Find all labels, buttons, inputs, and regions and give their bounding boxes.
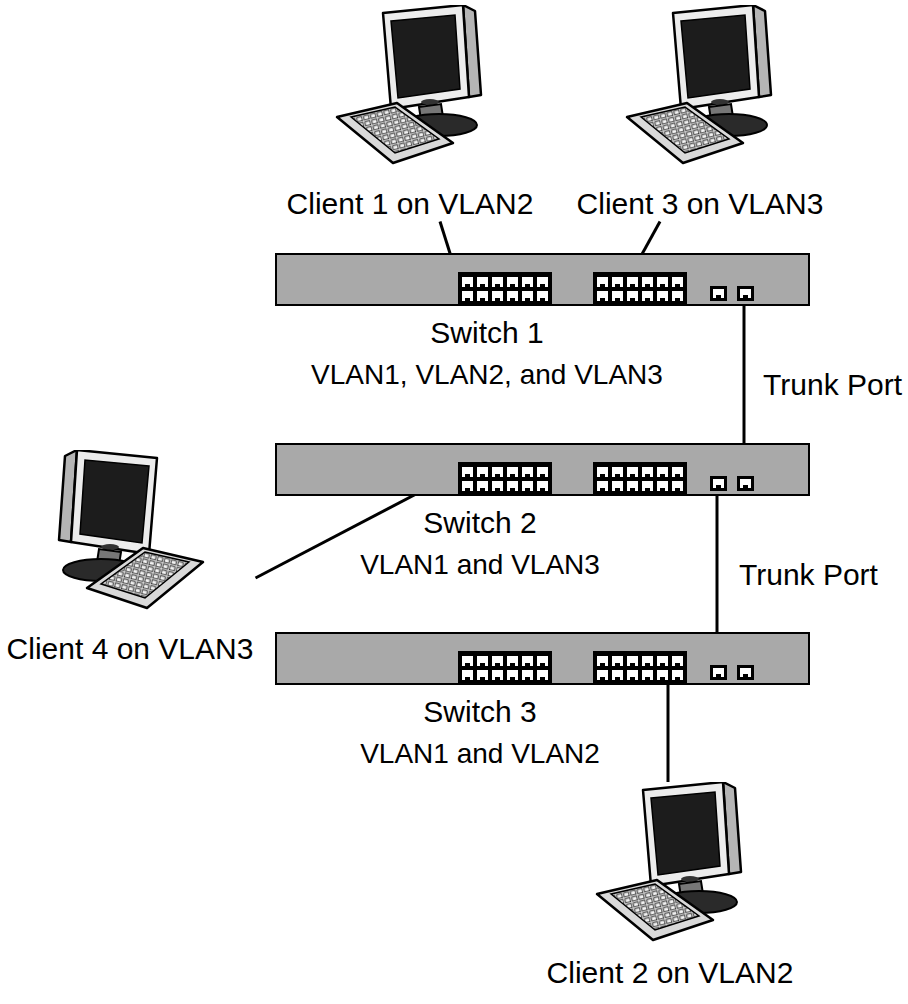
switch-caption: Switch 3 VLAN1 and VLAN2 [360, 695, 600, 770]
switch-ports [277, 255, 808, 304]
switch-name: Switch 3 [360, 695, 600, 730]
switch-ports [277, 445, 808, 494]
switch-caption: Switch 2 VLAN1 and VLAN3 [360, 506, 600, 581]
client-computer: Client 2 on VLAN2 [545, 782, 796, 991]
computer-icon [55, 450, 205, 610]
network-switch: Switch 3VLAN1 and VLAN2 [275, 632, 810, 685]
vlan-list: VLAN1, VLAN2, and VLAN3 [311, 359, 663, 391]
computer-icon [595, 782, 745, 942]
switch-caption: Switch 1 VLAN1, VLAN2, and VLAN3 [311, 316, 663, 391]
client-label: Client 2 on VLAN2 [545, 956, 796, 991]
vlan-list: VLAN1 and VLAN2 [360, 738, 600, 770]
network-switch: Switch 1VLAN1, VLAN2, and VLAN3 [275, 253, 810, 306]
switch-name: Switch 2 [360, 506, 600, 541]
client-computer: Client 3 on VLAN3 [575, 5, 826, 222]
computer-icon [625, 5, 775, 165]
computer-icon [335, 5, 485, 165]
trunk-label: Trunk Port [737, 558, 880, 593]
trunk-label: Trunk Port [761, 368, 904, 403]
client-computer: Client 4 on VLAN3 [5, 450, 256, 667]
vlan-list: VLAN1 and VLAN3 [360, 549, 600, 581]
client-label: Client 4 on VLAN3 [5, 632, 256, 667]
switch-ports [277, 634, 808, 683]
network-switch: Switch 2VLAN1 and VLAN3 [275, 443, 810, 496]
client-label: Client 3 on VLAN3 [575, 187, 826, 222]
switch-name: Switch 1 [311, 316, 663, 351]
client-label: Client 1 on VLAN2 [285, 187, 536, 222]
client-computer: Client 1 on VLAN2 [285, 5, 536, 222]
